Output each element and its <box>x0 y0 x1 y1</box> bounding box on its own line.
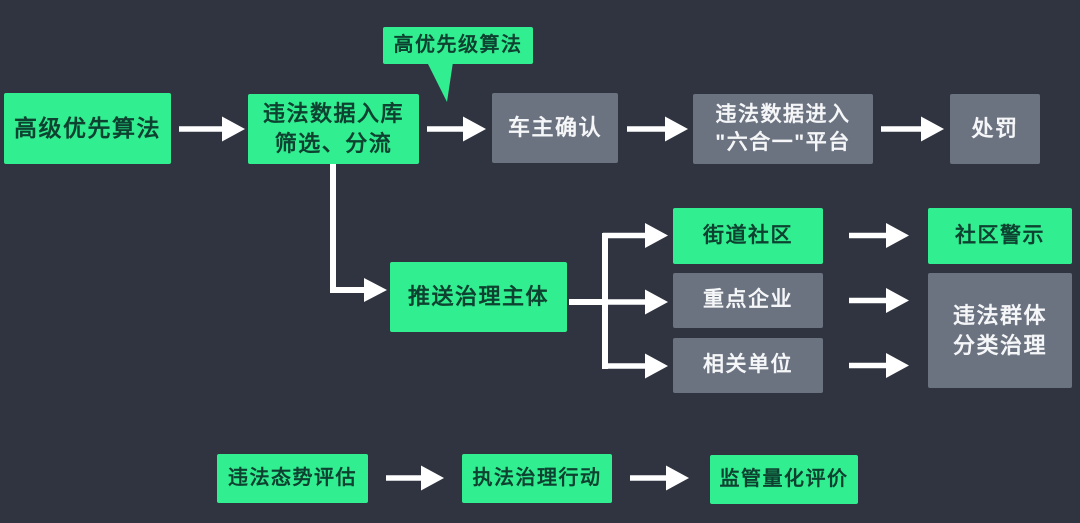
node-related-unit: 相关单位 <box>673 338 823 393</box>
arrow-advanced-priority-to-data-intake <box>179 116 245 142</box>
node-owner-confirmation: 车主确认 <box>492 93 618 163</box>
arrow-six-in-one-to-punishment <box>881 116 944 142</box>
arrow-key-enterprise-to-group-governance <box>849 288 909 313</box>
node-punishment: 处罚 <box>950 94 1040 164</box>
node-street-community: 街道社区 <box>673 208 823 264</box>
node-violation-data-intake: 违法数据入库 筛选、分流 <box>248 94 419 164</box>
arrow-branch-to-key-enterprise <box>605 289 668 315</box>
node-key-enterprise: 重点企业 <box>673 273 823 328</box>
node-regulatory-quantified-evaluation: 监管量化评价 <box>710 455 858 504</box>
node-six-in-one-platform: 违法数据进入 "六合一"平台 <box>693 94 873 164</box>
arrow-related-unit-to-group-governance <box>849 353 909 378</box>
arrow-owner-confirm-to-six-in-one <box>627 116 688 142</box>
arrow-situation-to-enforcement <box>386 465 444 491</box>
node-push-governance-subject: 推送治理主体 <box>390 262 567 332</box>
arrow-branch-to-related-unit <box>603 353 668 379</box>
callout-tail <box>427 62 453 102</box>
arrow-data-intake-to-owner-confirm <box>427 116 486 142</box>
arrow-branch-to-street-community <box>603 223 668 248</box>
arrow-data-intake-to-push-governance <box>330 164 387 302</box>
node-advanced-priority-algorithm: 高级优先算法 <box>4 93 171 164</box>
node-enforcement-governance-action: 执法治理行动 <box>462 454 612 503</box>
callout-high-priority-algorithm: 高优先级算法 <box>383 27 533 64</box>
branch-trunk <box>569 233 608 369</box>
node-community-warning: 社区警示 <box>928 208 1072 264</box>
arrow-street-community-to-community-warning <box>849 223 909 248</box>
arrow-enforcement-to-evaluation <box>630 465 689 491</box>
node-violation-situation-assessment: 违法态势评估 <box>217 454 368 503</box>
node-group-classified-governance: 违法群体 分类治理 <box>928 273 1072 388</box>
